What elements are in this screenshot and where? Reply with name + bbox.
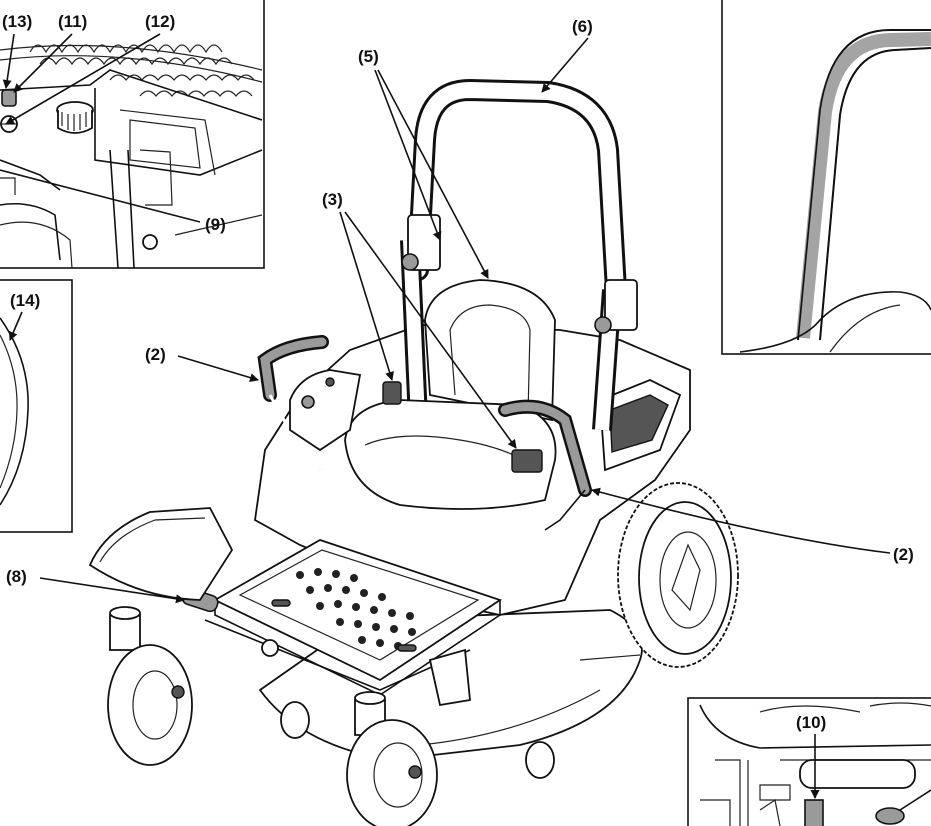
rollbar-hinge-right: [604, 279, 638, 331]
brand-emblem: [261, 639, 279, 657]
callout-11: (11): [58, 12, 87, 31]
callout-2-right: (2): [893, 545, 914, 564]
rollbar: [400, 78, 638, 431]
seat-back: [424, 279, 556, 422]
bolt-part: [875, 807, 905, 825]
callout-3: (3): [322, 190, 343, 209]
leader-5a: [374, 69, 442, 241]
leader-9: [0, 169, 201, 223]
caster-wheel-left: [107, 606, 193, 766]
anti-scalp-roller-left: [280, 701, 310, 739]
motion-control-lever-left: [257, 335, 329, 471]
callout-8: (8): [6, 567, 27, 586]
callout-12: (12): [145, 12, 175, 31]
main-callouts: (6) (5) (3) (2) (2) (8): [6, 17, 914, 604]
wheel-outline: [0, 317, 29, 506]
pedal-part: [804, 799, 824, 826]
hinge-knob-right: [594, 316, 612, 334]
knob-icon: [56, 101, 94, 134]
grille-texture: [0, 44, 263, 97]
seat: [344, 279, 557, 510]
foot-plate-holes: [296, 568, 416, 650]
leader-5b: [377, 69, 489, 279]
caster-wheel-right: [346, 691, 438, 826]
panel-edge: [0, 69, 263, 121]
leader-8: [39, 577, 185, 604]
panel-side: [94, 88, 263, 176]
anti-scalp-roller-right: [525, 741, 555, 779]
inset-pedal-detail: (10): [687, 697, 931, 826]
leader-2-right: [591, 487, 891, 554]
inset-frame-top-right: [721, 0, 931, 355]
rear-tire: [617, 482, 739, 668]
callout-5: (5): [358, 47, 379, 66]
operator-platform: [213, 539, 503, 696]
inset-wheel-detail: (14): [0, 279, 73, 533]
leader-3a: [339, 211, 394, 381]
steering-rod: [109, 149, 135, 269]
leader-13: [2, 33, 15, 89]
seat-belt-buckle-right: [511, 449, 543, 473]
callout-9: (9): [205, 215, 226, 234]
leader-3b: [344, 211, 517, 449]
callout-14: (14): [10, 291, 40, 310]
callout-6: (6): [572, 17, 593, 36]
seat-back-outline: [739, 291, 931, 353]
callout-2-left: (2): [145, 345, 166, 364]
leader-12: [5, 33, 161, 125]
inset-dashboard-detail: (13) (11) (12) (9): [0, 0, 265, 269]
callout-10: (10): [796, 713, 826, 732]
deck-guard: [88, 507, 234, 601]
seat-belt-buckle-left: [382, 381, 402, 405]
mower-main: [88, 78, 739, 826]
leader-11: [13, 33, 73, 93]
motion-control-lever-right: [498, 399, 592, 531]
leader-6: [541, 37, 589, 93]
callout-13: (13): [2, 12, 32, 31]
leader-2-left: [177, 355, 259, 383]
inset-rops-detail: [721, 0, 931, 355]
leader-14: [9, 311, 23, 341]
control-console: [289, 369, 362, 452]
inset-frame-left: [0, 279, 73, 533]
cylinder-part: [799, 759, 916, 789]
hinge-knob-left: [401, 253, 419, 271]
